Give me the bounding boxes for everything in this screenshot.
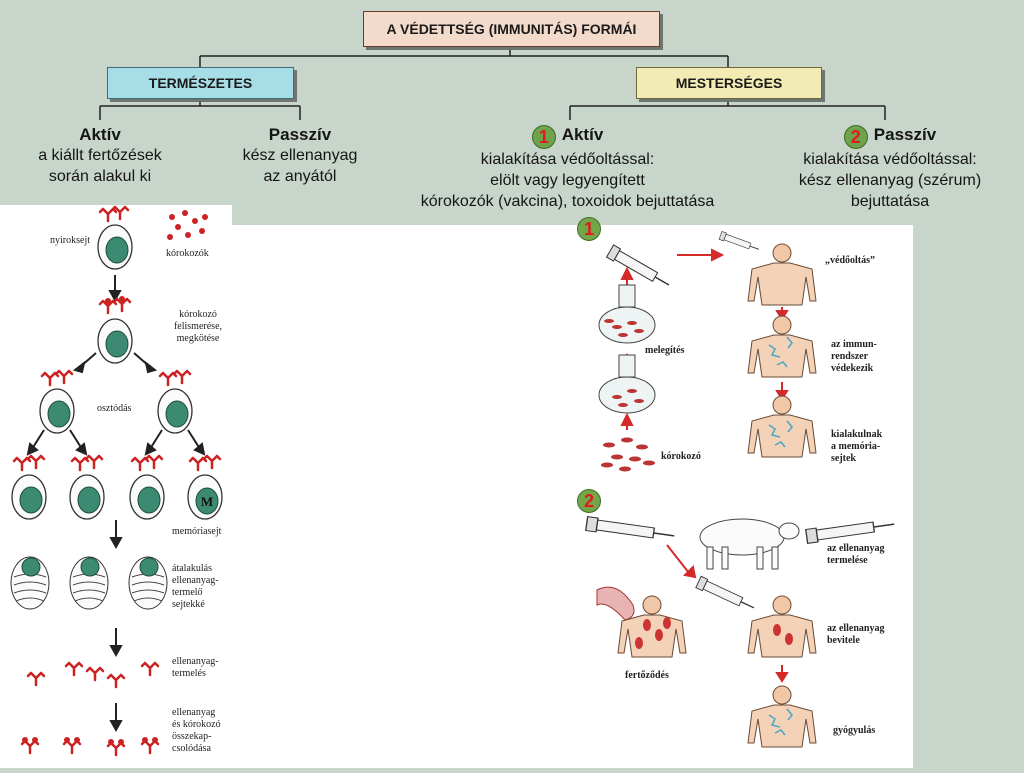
transformation-line: termelő (172, 587, 203, 598)
natural-passive: Passzív kész ellenanyag az anyától (210, 124, 390, 187)
hierarchy-connectors (99, 46, 886, 120)
artificial-box: MESTERSÉGES (636, 67, 822, 99)
immune-defense-line: az immun- (831, 339, 877, 350)
artificial-active-line: kialakítása védőoltással: (480, 151, 655, 168)
antibody-production-line: termelés (172, 668, 206, 679)
lymphocyte-diagram-svg: M (10, 205, 223, 757)
artificial-passive-line: kialakítása védőoltással: (803, 151, 977, 168)
number-badge-icon: 2 (577, 489, 601, 513)
binding-line: csolódása (172, 743, 211, 754)
artificial-immunity-diagram: 1 2 „védőoltás” melegítés kórokozó az im… (577, 217, 913, 768)
vaccination-diagram-svg (584, 230, 897, 748)
antibody-production-label: az ellenanyag termelése (827, 543, 885, 567)
artificial-active: 1 Aktív kialakítása védőoltással: elölt v… (390, 124, 745, 212)
natural-passive-line: az anyától (263, 168, 337, 185)
binding-label: ellenanyag és kórokozó összekap- csolódá… (172, 707, 221, 755)
natural-active-line: a kiállt fertőzések (38, 147, 162, 164)
infection-label: fertőződés (625, 670, 669, 681)
pathogens-label: kórokozók (166, 248, 209, 259)
memory-cell-letter: M (201, 494, 213, 509)
natural-passive-title: Passzív (268, 125, 332, 144)
memory-cells-label: kialakulnak a memória- sejtek (831, 429, 882, 465)
natural-box: TERMÉSZETES (107, 67, 294, 99)
lymphocyte-label: nyiroksejt (50, 235, 90, 246)
page-title: A VÉDETTSÉG (IMMUNITÁS) FORMÁI (363, 11, 660, 47)
antibody-production-line: az ellenanyag (827, 543, 885, 554)
natural-passive-line: kész ellenanyag (242, 147, 358, 164)
antibody-delivery-line: az ellenanyag (827, 623, 885, 634)
immune-defense-line: védekezik (831, 363, 874, 374)
recognition-label: kórokozó felismerése, megkötése (168, 309, 228, 345)
antibody-delivery-label: az ellenanyag bevitele (827, 623, 885, 647)
memory-cells-line: a memória- (831, 441, 881, 452)
antibody-delivery-line: bevitele (827, 635, 860, 646)
artificial-passive-line: kész ellenanyag (szérum) (798, 172, 982, 189)
immune-defense-label: az immun- rendszer védekezik (831, 339, 877, 375)
transformation-label: átalakulás ellenanyag- termelő sejtekké (172, 563, 219, 611)
vaccination-label: „védőoltás” (825, 255, 875, 266)
artificial-passive: 2 Passzív kialakítása védőoltással: kész … (770, 124, 1010, 212)
blank-area (232, 225, 577, 768)
binding-line: összekap- (172, 731, 212, 742)
artificial-active-line: kórokozók (vakcina), toxoidok bejuttatás… (420, 193, 715, 210)
number-badge-icon: 1 (577, 217, 601, 241)
antibody-production-line: ellenanyag- (172, 656, 219, 667)
antibody-production-label: ellenanyag- termelés (172, 656, 219, 680)
natural-immunity-diagram: M (0, 205, 232, 768)
binding-line: ellenanyag (172, 707, 216, 718)
immune-defense-line: rendszer (831, 351, 869, 362)
natural-active-title: Aktív (79, 125, 121, 144)
artificial-passive-line: bejuttatása (850, 193, 930, 210)
artificial-active-title: Aktív (561, 125, 604, 144)
natural-active: Aktív a kiállt fertőzések során alakul k… (10, 124, 190, 187)
transformation-line: ellenanyag- (172, 575, 219, 586)
recovery-label: gyógyulás (833, 725, 876, 736)
antibody-production-line: termelése (827, 555, 868, 566)
recognition-line: kórokozó (179, 309, 217, 320)
binding-line: és kórokozó (172, 719, 221, 730)
artificial-active-line: elölt vagy legyengített (490, 172, 645, 189)
artificial-passive-title: Passzív (873, 125, 937, 144)
memory-cells-line: sejtek (831, 453, 856, 464)
natural-active-line: során alakul ki (48, 168, 152, 185)
memory-cell-label: memóriasejt (172, 526, 222, 537)
pathogen-label: kórokozó (661, 451, 701, 462)
division-label: osztódás (97, 403, 132, 414)
transformation-line: sejtekké (172, 599, 205, 610)
recognition-line: felismerése, (173, 321, 223, 332)
memory-cells-line: kialakulnak (831, 429, 883, 440)
number-badge-icon: 1 (531, 125, 556, 149)
number-badge-icon: 2 (843, 125, 868, 149)
recognition-line: megkötése (176, 333, 220, 344)
heating-label: melegítés (645, 345, 685, 356)
transformation-line: átalakulás (172, 563, 212, 574)
